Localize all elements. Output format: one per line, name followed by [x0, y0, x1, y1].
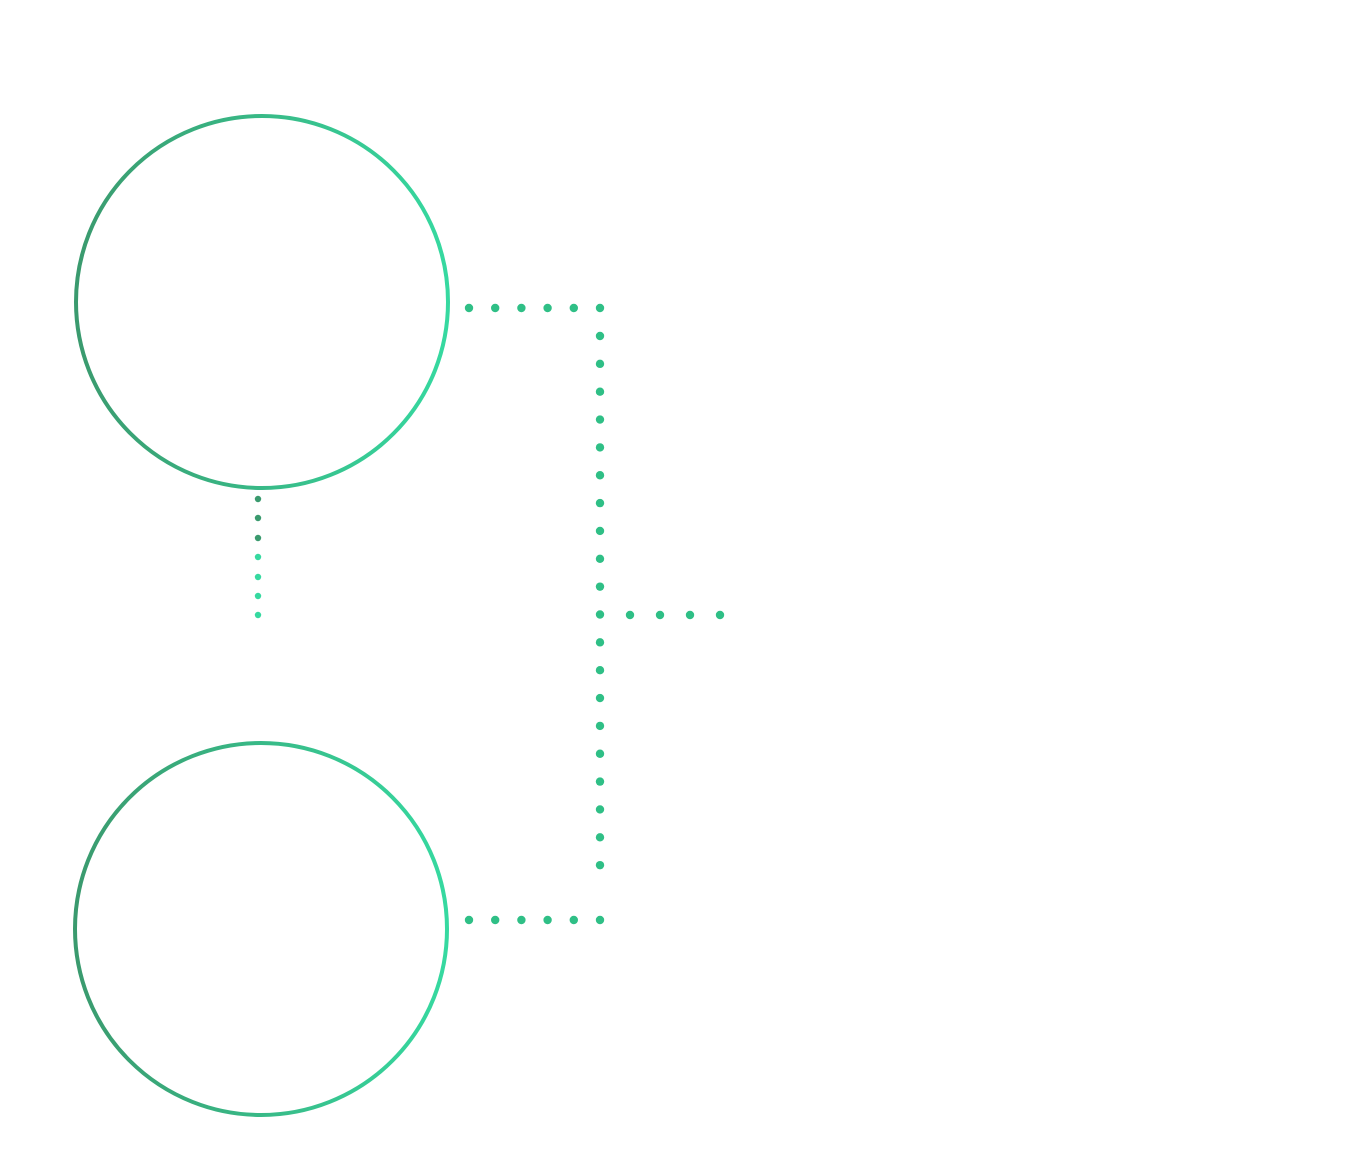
connector-bottom-circle-to-trunk [464, 915, 605, 925]
connector-dot [595, 303, 605, 313]
connector-dot [595, 610, 605, 619]
connector-dot [254, 534, 262, 542]
connector-dot [543, 915, 552, 925]
connector-dot [569, 915, 578, 925]
connector-top-circle-down-stub [254, 495, 262, 619]
connector-dot [595, 415, 605, 424]
connector-dot [625, 610, 635, 620]
connector-dot [491, 915, 500, 925]
connector-dot [491, 303, 500, 313]
connector-dot [595, 749, 605, 758]
connector-dot [595, 471, 605, 480]
connector-dot [254, 495, 262, 503]
connector-dot [715, 610, 725, 620]
connector-dot [569, 303, 578, 313]
connector-dot [595, 693, 605, 703]
connector-dot [595, 638, 605, 647]
connector-top-circle-to-trunk [464, 303, 605, 313]
connector-dot [595, 554, 605, 563]
connector-trunk-to-right [625, 610, 725, 620]
connector-dot [685, 610, 695, 620]
connector-dot [595, 387, 605, 396]
connector-dot [595, 443, 605, 452]
connector-dot [254, 573, 262, 581]
connector-dot [464, 915, 474, 925]
connector-dot [595, 331, 605, 341]
connector-dot [595, 721, 605, 731]
connector-trunk-vertical [595, 331, 605, 870]
connector-dot [254, 553, 262, 561]
top-circle-node [74, 114, 450, 490]
connector-dot [254, 592, 262, 600]
connector-dot [595, 666, 605, 675]
connector-dot [464, 303, 474, 313]
bottom-circle-ring [73, 741, 449, 1117]
top-circle-ring [74, 114, 450, 490]
connector-dot [655, 610, 665, 620]
connector-dot [595, 498, 605, 508]
connector-dot [595, 833, 605, 842]
connector-dot [595, 359, 605, 369]
connector-dot [595, 582, 605, 591]
connector-dot [254, 514, 262, 522]
connector-dot [595, 805, 605, 814]
connector-dot [543, 303, 552, 313]
connector-dot [595, 860, 605, 870]
connector-dot [595, 526, 605, 536]
connector-dot [595, 915, 605, 925]
connector-dot [254, 611, 262, 619]
connector-dot [517, 915, 526, 925]
connector-dot [595, 777, 605, 786]
connector-dot [517, 303, 526, 313]
bottom-circle-node [73, 741, 449, 1117]
